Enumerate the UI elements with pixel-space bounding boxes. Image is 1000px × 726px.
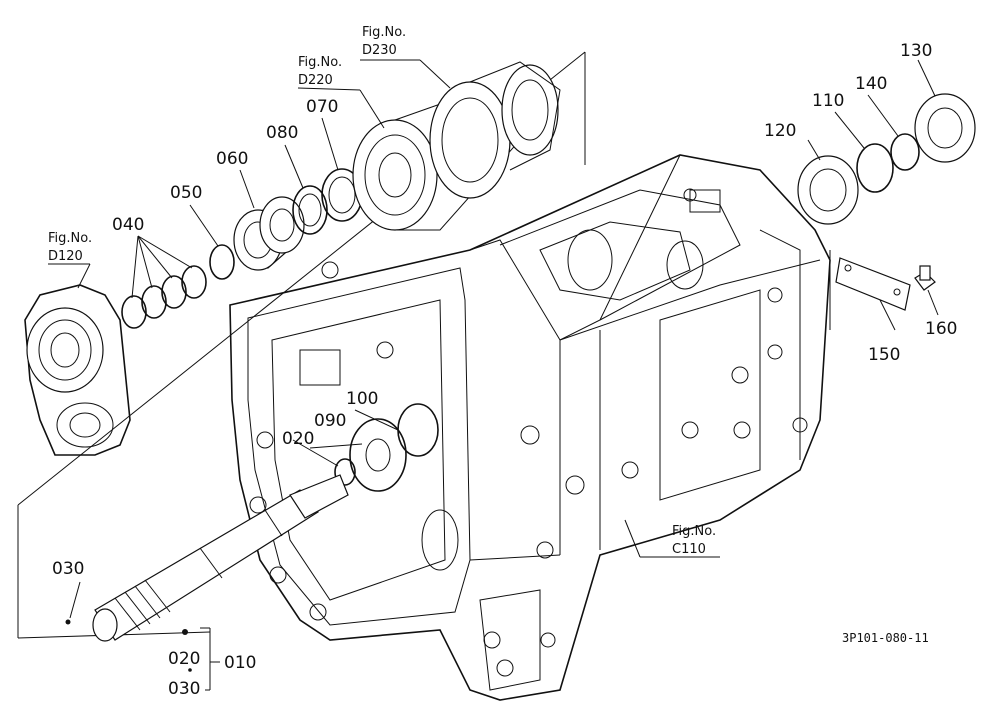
shim-110: [856, 143, 894, 193]
plate-090: [349, 418, 407, 492]
label-090: 090: [314, 411, 346, 431]
fig-ref-d120: Fig.No. D120: [48, 231, 92, 264]
seal-080: [292, 185, 328, 235]
bearing-120: [797, 155, 859, 225]
snap-rings-040: [121, 265, 207, 329]
label-010: 010: [224, 653, 256, 673]
label-140: 140: [855, 74, 887, 94]
label-100: 100: [346, 389, 378, 409]
svg-text:Fig.No.: Fig.No.: [362, 25, 406, 40]
shaft-010: [65, 474, 349, 642]
label-150: 150: [868, 345, 900, 365]
ring-050: [209, 244, 235, 280]
fig-ref-d220: Fig.No. D220: [298, 55, 342, 88]
label-110: 110: [812, 91, 844, 111]
label-020-collar: 020: [282, 429, 314, 449]
snap-ring-140: [890, 133, 920, 171]
svg-text:D230: D230: [362, 43, 397, 58]
svg-text:D220: D220: [298, 73, 333, 88]
svg-text:Fig.No.: Fig.No.: [48, 231, 92, 246]
label-120: 120: [764, 121, 796, 141]
label-130: 130: [900, 41, 932, 61]
ring-100: [397, 403, 439, 457]
label-030-set: 030: [168, 679, 200, 699]
label-050: 050: [170, 183, 202, 203]
label-040: 040: [112, 215, 144, 235]
bolt-160: [914, 265, 936, 291]
front-housing-d120: [24, 284, 131, 456]
svg-text:C110: C110: [672, 542, 706, 557]
label-160: 160: [925, 319, 957, 339]
label-070: 070: [306, 97, 338, 117]
plate-150: [835, 257, 911, 311]
gear-assembly-d230: [429, 61, 561, 199]
label-020-set: 020: [168, 649, 200, 669]
label-060: 060: [216, 149, 248, 169]
drawing-code: 3P101-080-11: [842, 631, 929, 645]
fig-ref-d230: Fig.No. D230: [362, 25, 406, 58]
svg-text:Fig.No.: Fig.No.: [298, 55, 342, 70]
fig-ref-c110: Fig.No. C110: [672, 524, 716, 557]
label-080: 080: [266, 123, 298, 143]
collar-020: [334, 458, 356, 486]
svg-text:Fig.No.: Fig.No.: [672, 524, 716, 539]
bearing-130: [914, 93, 976, 163]
transmission-case: [229, 154, 831, 701]
svg-text:D120: D120: [48, 249, 83, 264]
label-030-shaft: 030: [52, 559, 84, 579]
leader-lines: [48, 59, 939, 691]
